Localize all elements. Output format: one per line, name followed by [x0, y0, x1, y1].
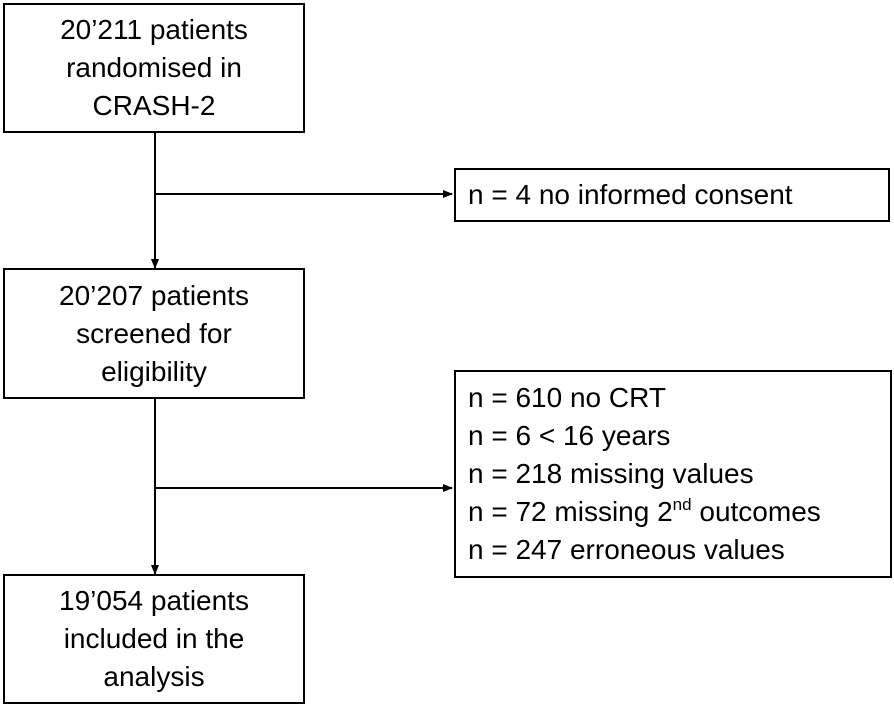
exclusion-eligibility-line-1: n = 610 no CRT — [468, 382, 666, 413]
box-included: 19’054 patients included in the analysis — [3, 574, 305, 704]
exclusion-consent-line-1: n = 4 no informed consent — [468, 179, 793, 210]
box-randomised-line-3: CRASH-2 — [92, 90, 216, 121]
exclusion-eligibility-line-4: n = 72 missing 2nd outcomes — [468, 493, 821, 531]
box-included-line-3: analysis — [103, 661, 205, 692]
box-exclusion-eligibility: n = 610 no CRT n = 6 < 16 years n = 218 … — [454, 370, 892, 578]
exclusion-eligibility-line-4-suffix: outcomes — [691, 496, 821, 527]
box-screened-line-2: screened for — [76, 317, 232, 349]
exclusion-eligibility-line-2: n = 6 < 16 years — [468, 420, 671, 451]
box-screened-line-3: eligibility — [101, 355, 207, 387]
exclusion-eligibility-line-4-text: n = 72 missing 2 — [468, 496, 673, 527]
box-screened-line-1: 20’207 patients — [59, 279, 249, 311]
box-exclusion-consent: n = 4 no informed consent — [454, 168, 890, 222]
box-included-line-1: 19’054 patients — [59, 585, 249, 616]
exclusion-eligibility-line-4-superscript: nd — [672, 495, 692, 514]
box-randomised: 20’211 patients randomised in CRASH-2 — [3, 3, 305, 133]
box-screened: 20’207 patients screened for eligibility — [3, 268, 305, 399]
exclusion-eligibility-line-5: n = 247 erroneous values — [468, 534, 785, 565]
box-included-line-2: included in the — [63, 623, 245, 654]
exclusion-eligibility-line-3: n = 218 missing values — [468, 458, 754, 489]
box-randomised-line-2: randomised in — [66, 52, 242, 83]
box-randomised-line-1: 20’211 patients — [60, 14, 248, 45]
